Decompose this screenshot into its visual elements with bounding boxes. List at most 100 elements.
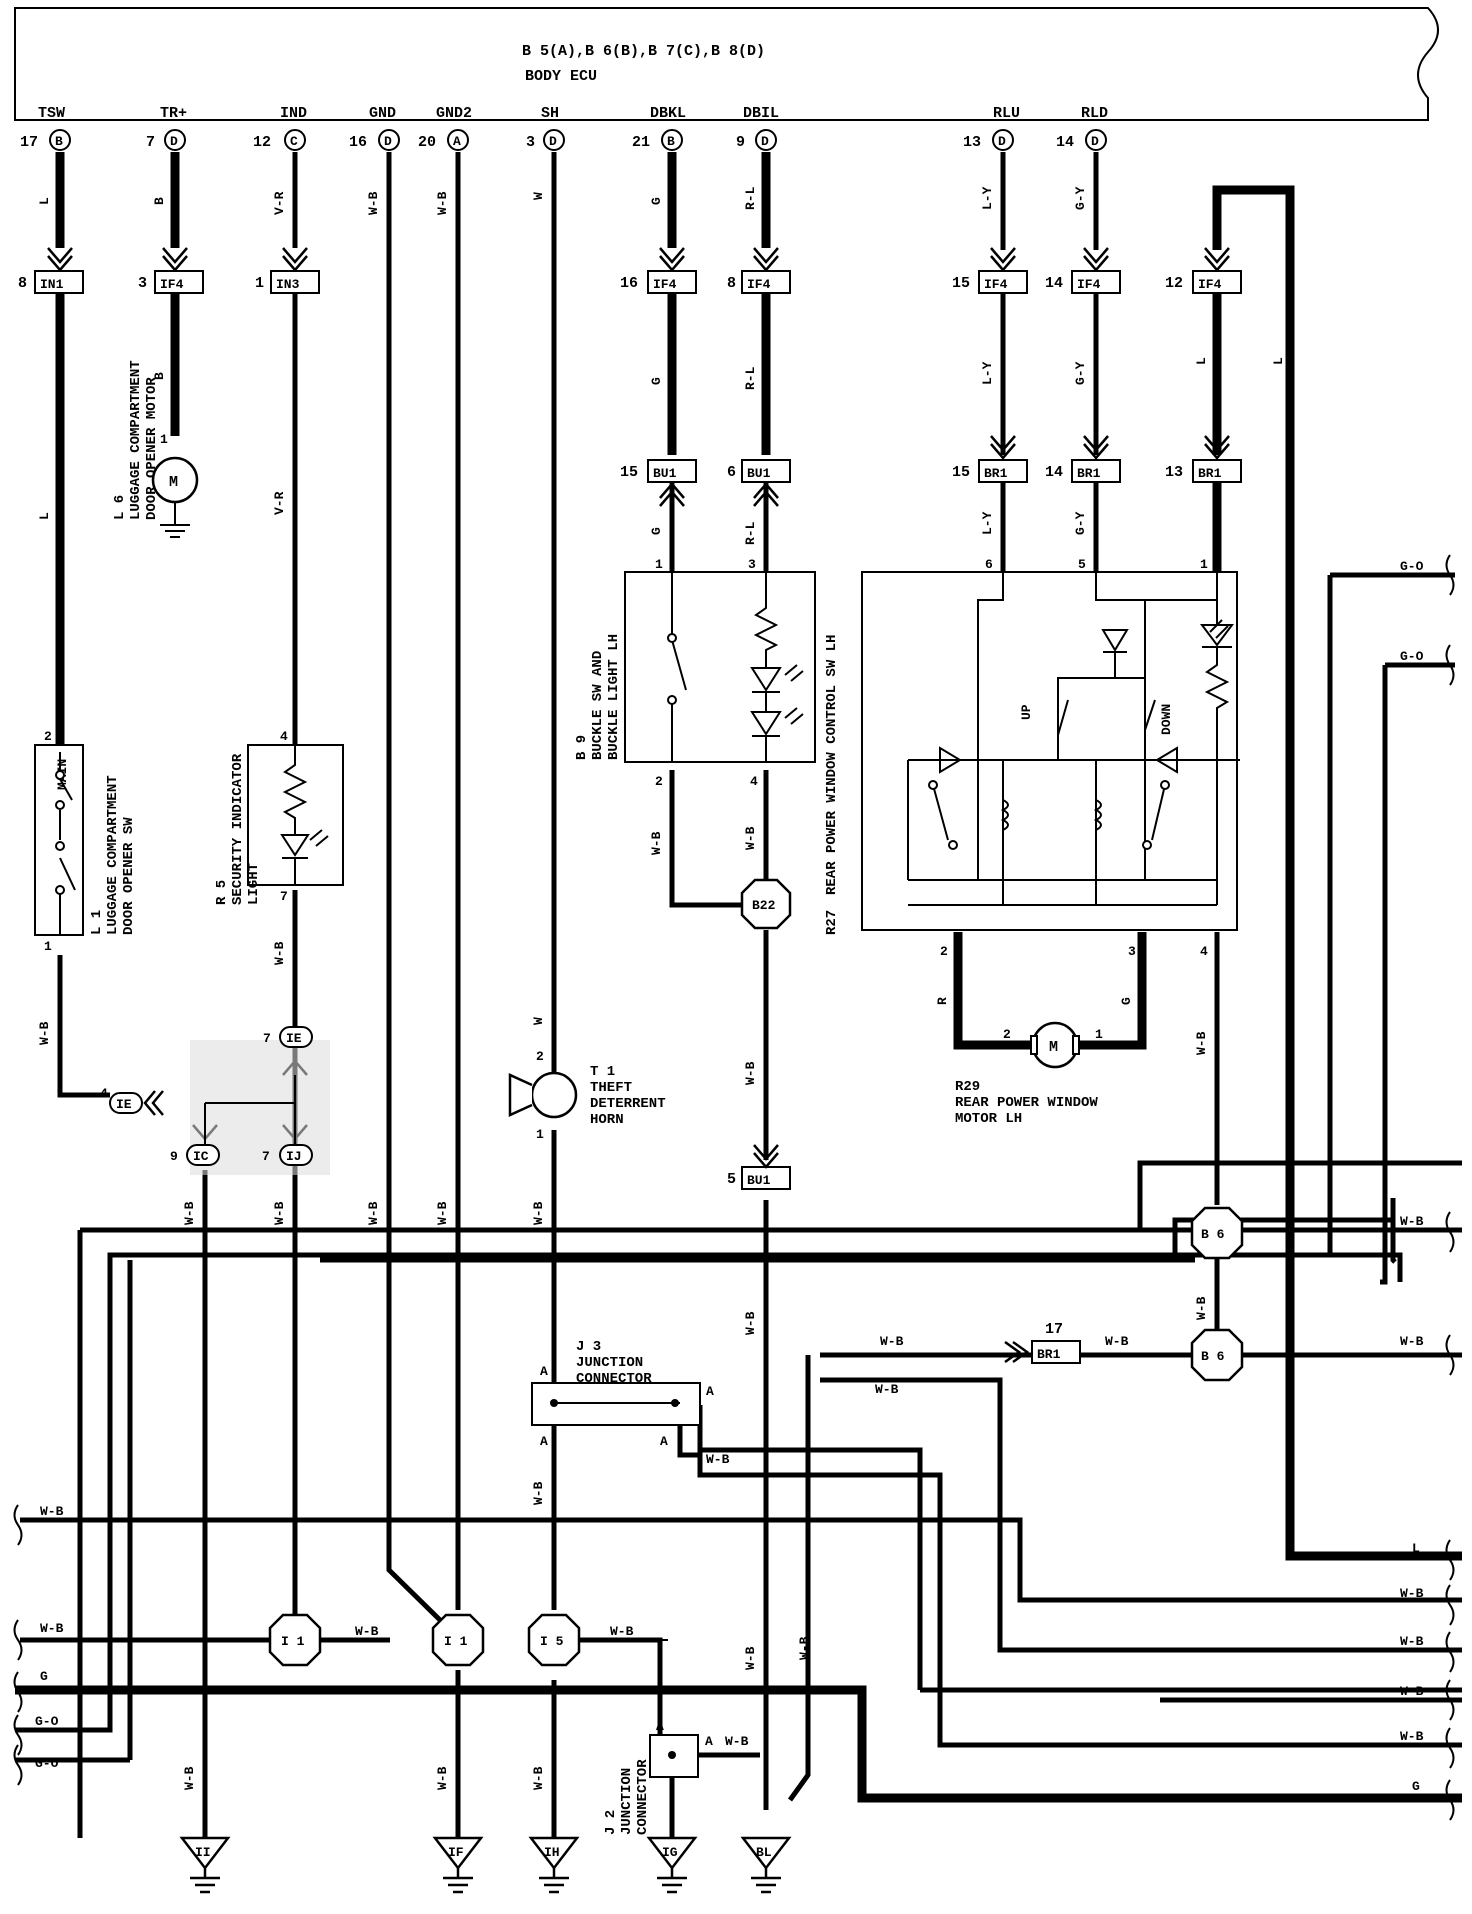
wire-label-sh-2: W <box>531 1017 546 1025</box>
r27-pin-3: 3 <box>1128 944 1136 959</box>
ground-if: IF <box>432 1836 484 1894</box>
svg-text:IF4: IF4 <box>984 277 1008 292</box>
junction-i5: I 5 <box>527 1613 581 1667</box>
wire-label-rld: G-Y <box>1073 186 1088 210</box>
r29-pin-2: 2 <box>1003 1027 1011 1042</box>
svg-text:13: 13 <box>1165 464 1183 481</box>
pin-conn-dbil: D <box>761 134 769 149</box>
wire-label-left-go-2: G-O <box>35 1756 59 1771</box>
pin-label-rlu: RLU <box>993 105 1020 122</box>
ic-pin-9: 9 <box>170 1149 178 1164</box>
junction-ic: IC <box>193 1149 209 1164</box>
wire-label-j3-right-2: W-B <box>706 1452 730 1467</box>
svg-text:IF4: IF4 <box>747 277 771 292</box>
svg-text:IF4: IF4 <box>160 277 184 292</box>
pin-conn-sh: D <box>549 134 557 149</box>
r29-name1: REAR POWER WINDOW <box>955 1095 1098 1111</box>
wire-label-g-motor: G <box>1119 997 1134 1005</box>
svg-text:IF4: IF4 <box>1198 277 1222 292</box>
junction-i1-left: I 1 <box>268 1613 322 1667</box>
t1-name3: HORN <box>590 1112 624 1128</box>
svg-text:14: 14 <box>1045 275 1063 292</box>
l1-door-opener-switch: 2 1 MAIN L 1 LUGGAGE COMPARTMENT DOOR OP… <box>34 729 137 954</box>
wire-color-labels: L L B B V-R V-R W-B W-B W-B W-B W W G G … <box>35 186 1424 1794</box>
double-wires <box>15 152 1462 1838</box>
svg-text:IG: IG <box>662 1845 678 1860</box>
l1-pin-2: 2 <box>44 729 52 744</box>
wire-label-bu1-out: W-B <box>743 1311 758 1335</box>
svg-text:BR1: BR1 <box>1037 1347 1061 1362</box>
svg-text:BL: BL <box>756 1845 772 1860</box>
svg-text:8: 8 <box>18 275 27 292</box>
wire-label-br1-out: W-B <box>1105 1334 1129 1349</box>
j3-code: J 3 <box>576 1339 601 1355</box>
t1-theft-deterrent-horn: 2 1 T 1 THEFT DETERRENT HORN <box>508 1049 666 1142</box>
r29-name2: MOTOR LH <box>955 1111 1022 1127</box>
svg-text:I 1: I 1 <box>444 1634 468 1649</box>
r5-security-indicator-light: 4 7 R 5 SECURITY INDICATOR LIGHT <box>214 729 344 905</box>
svg-text:6: 6 <box>727 464 736 481</box>
wire-label-left-go-1: G-O <box>35 1714 59 1729</box>
wire-label-left-wb-2: W-B <box>40 1621 64 1636</box>
r29-code: R29 <box>955 1079 980 1095</box>
pin-num-dbkl: 21 <box>632 134 650 151</box>
svg-text:JUNCTION: JUNCTION <box>619 1768 635 1835</box>
j3-pin-a1: A <box>540 1364 548 1379</box>
ij-pin-7: 7 <box>262 1149 270 1164</box>
r5-pin-7: 7 <box>280 889 288 904</box>
wire-label-rld-2: G-Y <box>1073 361 1088 385</box>
pin-conn-gnd2: A <box>453 134 461 149</box>
r27-pin-5: 5 <box>1078 557 1086 572</box>
svg-text:J 2: J 2 <box>603 1810 619 1835</box>
svg-text:8: 8 <box>727 275 736 292</box>
t1-pin-1: 1 <box>536 1127 544 1142</box>
junction-ie-left: IE <box>116 1097 132 1112</box>
svg-text:B 6: B 6 <box>1201 1227 1225 1242</box>
svg-text:I 5: I 5 <box>540 1634 564 1649</box>
wire-label-j3-out: W-B <box>531 1481 546 1505</box>
wire-label-left-wb-1: W-B <box>40 1504 64 1519</box>
svg-text:15: 15 <box>952 464 970 481</box>
wire-label-right-wb-3: W-B <box>1400 1586 1424 1601</box>
pin-label-rld: RLD <box>1081 105 1108 122</box>
t1-name2: DETERRENT <box>590 1096 666 1112</box>
b9-pin-3: 3 <box>748 557 756 572</box>
svg-text:LUGGAGE COMPARTMENT: LUGGAGE COMPARTMENT <box>128 360 144 520</box>
wire-label-gnd-low: W-B <box>366 1201 381 1225</box>
conn-if4-8: 8 IF4 <box>727 270 791 294</box>
j2-pin-a2: A <box>705 1734 713 1749</box>
svg-text:5: 5 <box>727 1171 736 1188</box>
b9-pin-2: 2 <box>655 774 663 789</box>
r5-pin-4: 4 <box>280 729 288 744</box>
pin-num-sh: 3 <box>526 134 535 151</box>
junction-i1-right: I 1 <box>431 1613 485 1667</box>
wire-label-sh: W <box>531 192 546 200</box>
svg-text:L 6: L 6 <box>112 495 128 520</box>
wire-label-right-l: L <box>1412 1541 1420 1556</box>
svg-text:IF4: IF4 <box>653 277 677 292</box>
ecu-pin-labels: TSW TR+ IND GND GND2 SH DBKL DBIL RLU RL… <box>38 105 1108 122</box>
wire-label-j3-right: W-B <box>875 1382 899 1397</box>
wire-label-dbkl: G <box>649 197 664 205</box>
svg-text:IN1: IN1 <box>40 277 64 292</box>
j2-junction-connector: A A J 2 JUNCTION CONNECTOR <box>603 1719 713 1835</box>
svg-text:SECURITY INDICATOR: SECURITY INDICATOR <box>230 753 246 905</box>
svg-text:12: 12 <box>1165 275 1183 292</box>
svg-text:17: 17 <box>1045 1321 1063 1338</box>
wire-label-dbil: R-L <box>743 186 758 210</box>
ground-ih: IH <box>528 1836 580 1894</box>
l1-pin-1: 1 <box>44 939 52 954</box>
pin-num-tsw: 17 <box>20 134 38 151</box>
svg-text:DOOR OPENER SW: DOOR OPENER SW <box>121 817 137 935</box>
wire-label-right-wb-5: W-B <box>1400 1684 1424 1699</box>
svg-text:BU1: BU1 <box>653 466 677 481</box>
j3-pin-a3: A <box>540 1434 548 1449</box>
